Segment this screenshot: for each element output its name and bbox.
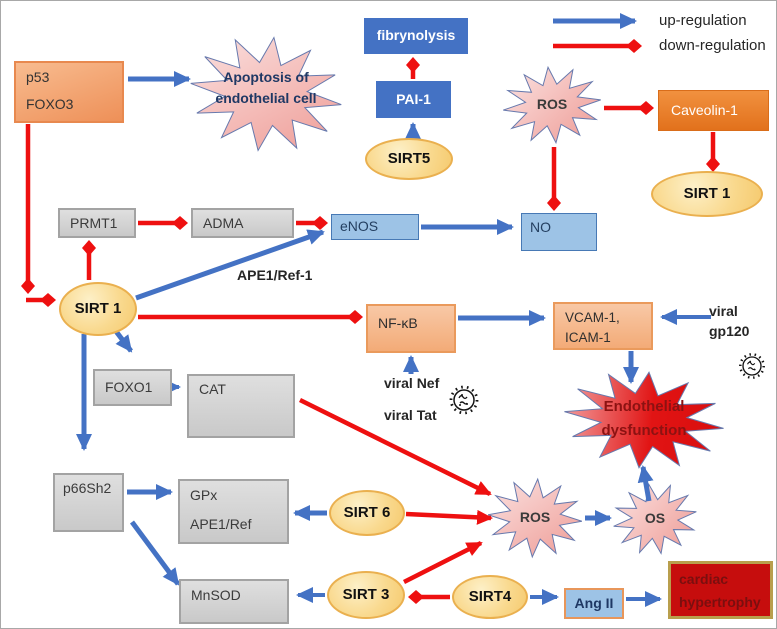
virus-icon-left [449,385,479,415]
inhibit-cat-to-ros [299,397,492,497]
virus-icon-right [739,353,765,379]
sirt6-ellipse: SIRT 6 [329,490,405,536]
fibrynolysis-box: fibrynolysis [364,18,468,54]
p53-foxo3-box: p53 FOXO3 [14,61,124,123]
sirt1-right-ellipse: SIRT 1 [651,171,763,217]
sirt1-left-ellipse: SIRT 1 [59,282,137,336]
viral-nef-label: viral Nef [384,375,440,391]
inhibit-sirt6-to-ros [405,509,493,525]
sirt3-ellipse: SIRT 3 [327,571,405,619]
foxo1-box: FOXO1 [93,369,172,406]
foxo3-label: FOXO3 [26,95,74,112]
ros-bottom-label: ROS [519,509,551,525]
mnsod-box: MnSOD [179,579,289,624]
viral-gp120-label: viral gp120 [709,303,750,339]
nfkb-box: NF-κB [366,304,456,353]
viral-tat-label: viral Tat [384,407,437,423]
angii-box: Ang II [564,588,624,619]
inhibit-sirt3-to-ros [402,540,483,585]
adma-box: ADMA [191,208,294,238]
enos-box: eNOS [331,214,419,240]
arrow-os-to-endothelial [637,465,654,502]
legend-up-label: up-regulation [659,12,747,29]
gpx-ape1ref-box: GPx APE1/Ref [178,479,289,544]
caveolin1-box: Caveolin-1 [658,90,769,131]
sirt5-ellipse: SIRT5 [365,138,453,180]
p66sh2-box: p66Sh2 [53,473,124,532]
legend-down-label: down-regulation [659,37,766,54]
sirt4-ellipse: SIRT4 [452,575,528,619]
ape1ref1-label: APE1/Ref-1 [237,267,313,283]
endothelial-dysfunction-label: Endothelial dysfunction [601,398,687,439]
apoptosis-label: Apoptosis of endothelial cell [215,69,317,106]
no-box: NO [521,213,597,251]
pai1-box: PAI-1 [376,81,451,118]
p53-label: p53 [26,69,50,85]
arrow-p66sh2-to-mnsod [129,520,181,586]
prmt1-box: PRMT1 [58,208,136,238]
os-label: OS [644,510,666,526]
arrow-sirt1-to-foxo1 [113,328,133,353]
cardiac-hypertrophy-box: cardiac hypertrophy [668,561,773,619]
vcam-icam-box: VCAM-1, ICAM-1 [553,302,653,350]
cat-box: CAT [187,374,295,438]
ros-top-label: ROS [536,96,568,112]
arrow-sirt1-to-enos [135,229,325,301]
